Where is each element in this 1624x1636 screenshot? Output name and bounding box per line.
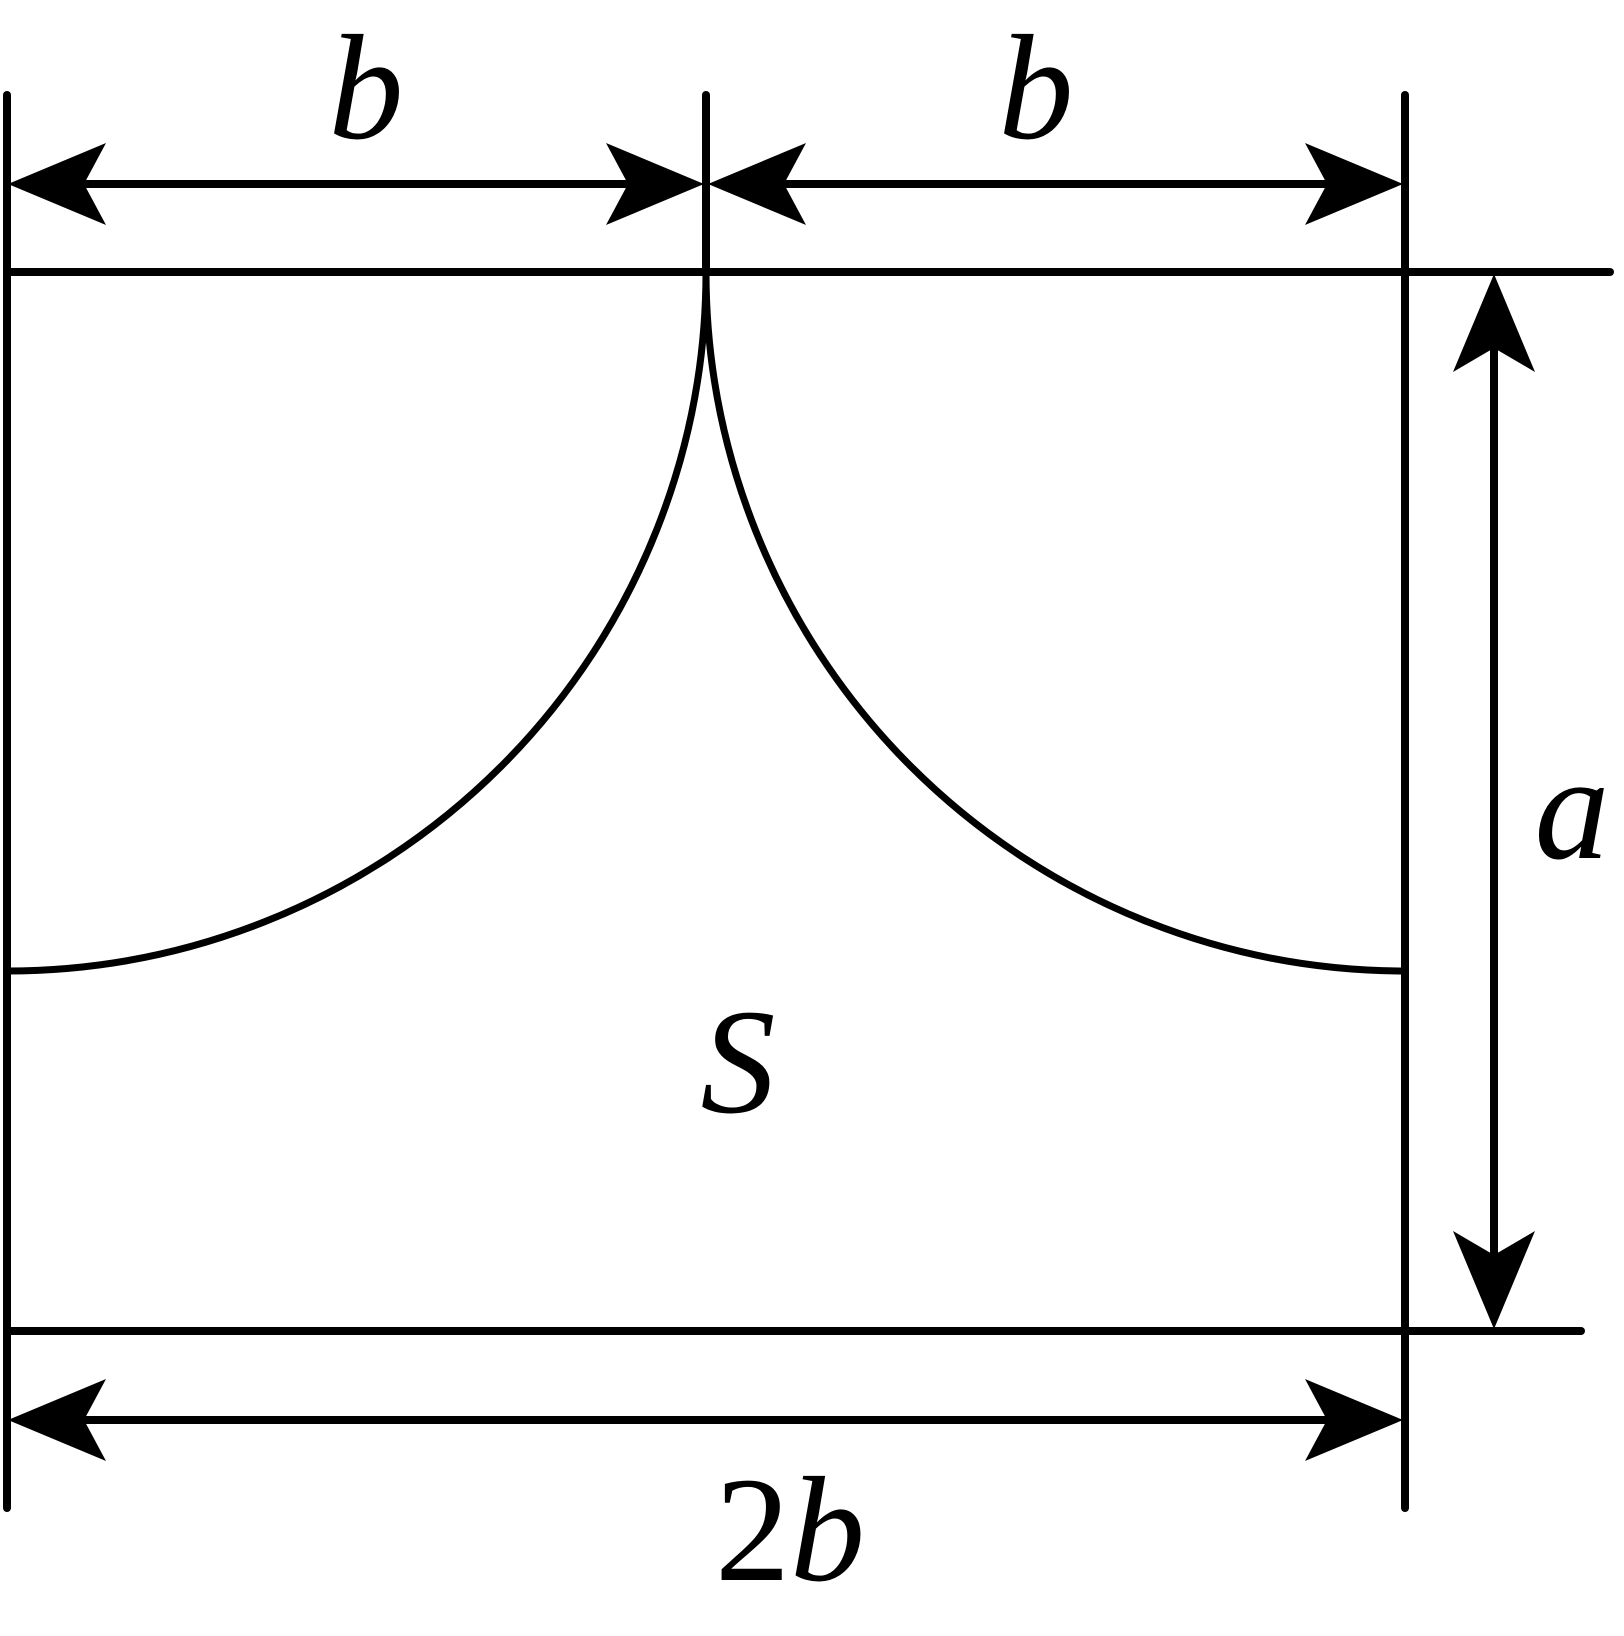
arrowhead-up <box>1453 274 1535 372</box>
height-dimension-arrow <box>1453 274 1535 1329</box>
bottom-dimension-arrow <box>8 1379 1403 1461</box>
arrowhead-left <box>708 143 806 225</box>
rectangle-outline <box>3 91 1614 1512</box>
bottom-width-label: 2b <box>715 1447 865 1613</box>
region-label: S <box>701 979 776 1145</box>
quarter-arcs <box>6 271 1406 975</box>
right-quarter-arc <box>702 271 1406 975</box>
arrowhead-left <box>8 143 106 225</box>
top-left-dimension-arrow <box>8 143 704 225</box>
arrowhead-right <box>606 143 704 225</box>
bottom-width-variable: b <box>790 1447 865 1613</box>
height-label: a <box>1535 725 1610 891</box>
top-right-width-label: b <box>999 5 1074 171</box>
arrowhead-right <box>1305 1379 1403 1461</box>
bottom-width-number: 2 <box>715 1447 790 1613</box>
left-quarter-arc <box>6 271 710 975</box>
arrowhead-left <box>8 1379 106 1461</box>
arrowhead-down <box>1453 1231 1535 1329</box>
top-left-width-label: b <box>329 5 404 171</box>
top-right-dimension-arrow <box>708 143 1403 225</box>
arrowhead-right <box>1305 143 1403 225</box>
